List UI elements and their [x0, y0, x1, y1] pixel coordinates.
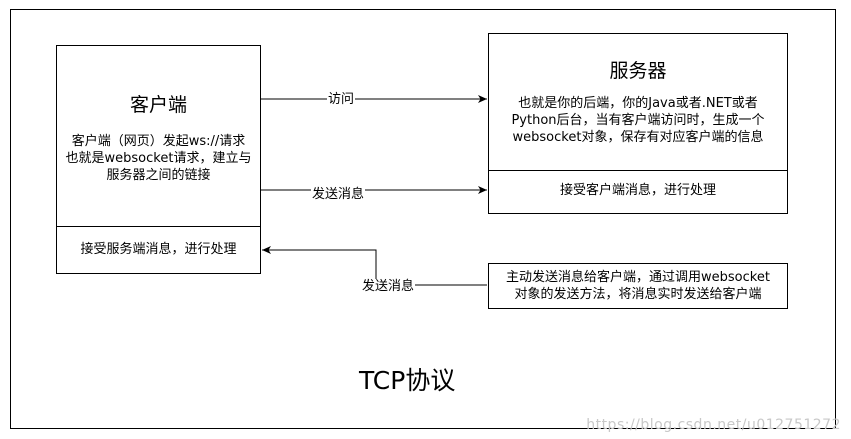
server-description: 也就是你的后端，你的Java或者.NET或者 Python后台，当有客户端访问时…: [489, 95, 787, 146]
watermark: https://blog.csdn.net/u012751272: [586, 417, 841, 433]
protocol-label: TCP协议: [359, 366, 456, 395]
push-line: 对象的发送方法，将消息实时发送给客户端: [514, 287, 762, 302]
push-box: 主动发送消息给客户端，通过调用websocket 对象的发送方法，将消息实时发送…: [488, 263, 788, 309]
push-line: 主动发送消息给客户端，通过调用websocket: [506, 270, 770, 285]
client-desc-line: 也就是websocket请求，建立与: [65, 151, 252, 166]
client-desc-line: 客户端（网页）发起ws://请求: [71, 134, 246, 149]
visit-label: 访问: [327, 92, 356, 107]
client-box: 客户端 客户端（网页）发起ws://请求 也就是websocket请求，建立与 …: [56, 45, 261, 274]
send-to-client-label: 发送消息: [361, 279, 416, 294]
server-footer: 接受客户端消息，进行处理: [559, 183, 716, 198]
server-desc-line: 也就是你的后端，你的Java或者.NET或者: [518, 96, 758, 111]
send-to-client-arrow: [262, 246, 487, 286]
server-box: 服务器 也就是你的后端，你的Java或者.NET或者 Python后台，当有客户…: [488, 33, 788, 214]
client-desc-line: 服务器之间的链接: [106, 168, 211, 183]
server-divider: [489, 170, 787, 171]
client-description: 客户端（网页）发起ws://请求 也就是websocket请求，建立与 服务器之…: [57, 133, 260, 184]
send-to-server-label: 发送消息: [311, 187, 366, 202]
client-title: 客户端: [129, 94, 187, 116]
push-description: 主动发送消息给客户端，通过调用websocket 对象的发送方法，将消息实时发送…: [489, 269, 787, 303]
server-desc-line: Python后台，当有客户端访问时，生成一个: [511, 113, 765, 128]
server-title: 服务器: [609, 60, 667, 82]
client-footer: 接受服务端消息，进行处理: [80, 242, 237, 257]
server-desc-line: websocket对象，保存有对应客户端的信息: [512, 130, 764, 145]
client-divider: [57, 226, 260, 227]
protocol-frame: [10, 9, 836, 429]
